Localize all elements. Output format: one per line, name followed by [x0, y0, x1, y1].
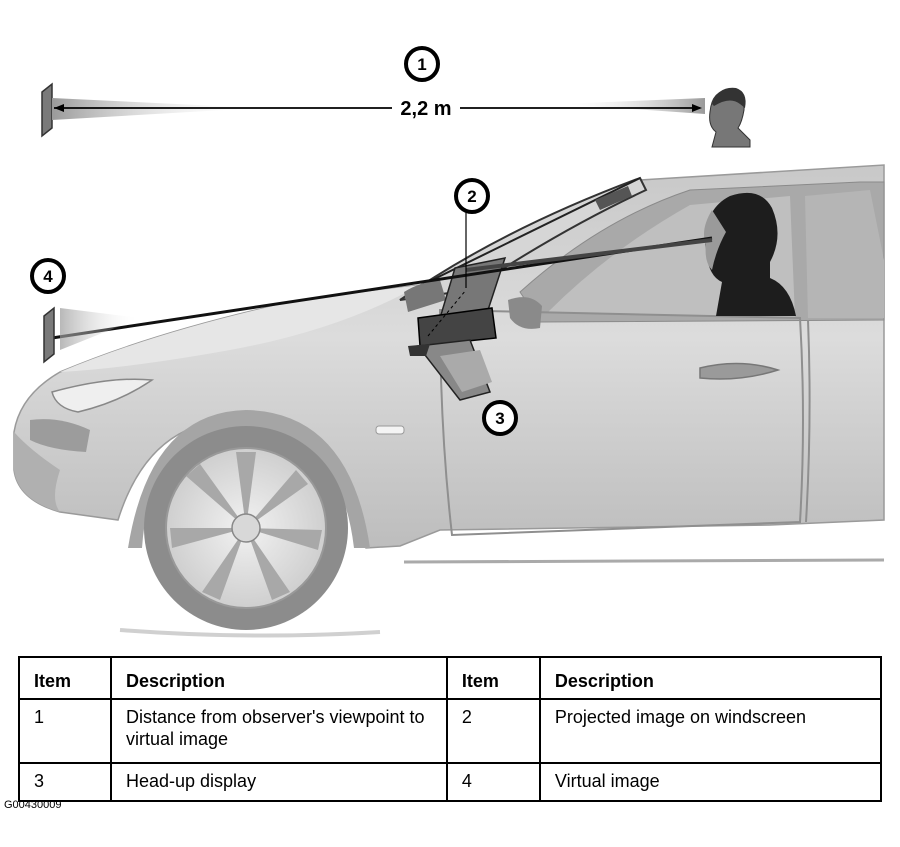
driver-figure	[704, 192, 796, 316]
item-description: Virtual image	[538, 762, 883, 802]
item-number: 2	[445, 698, 541, 764]
legend-row: 3 Head-up display 4 Virtual image	[18, 762, 883, 802]
legend-row: 1 Distance from observer's viewpoint to …	[18, 698, 883, 764]
legend-header-row: Item Description Item Description	[18, 656, 883, 700]
callout-2: 2	[454, 178, 490, 214]
front-wheel	[144, 426, 348, 630]
callout-3: 3	[482, 400, 518, 436]
svg-text:2: 2	[467, 187, 476, 206]
distance-graphic: 2,2 m	[41, 82, 751, 148]
header-description-2: Description	[538, 656, 883, 700]
observer-head-icon	[709, 87, 751, 148]
callout-1: 1	[404, 46, 440, 82]
header-item-1: Item	[18, 656, 112, 700]
item-number: 4	[445, 762, 541, 802]
callout-4: 4	[30, 258, 66, 294]
svg-text:1: 1	[417, 55, 426, 74]
figure-code: G00430009	[4, 799, 62, 811]
legend-table: Item Description Item Description 1 Dist…	[18, 656, 883, 802]
head-up-display-unit	[408, 307, 497, 401]
header-description-1: Description	[109, 656, 448, 700]
item-description: Distance from observer's viewpoint to vi…	[109, 698, 448, 764]
svg-text:3: 3	[495, 409, 504, 428]
virtual-image-plate	[43, 306, 55, 364]
header-item-2: Item	[445, 656, 541, 700]
virtual-image-plate-top	[41, 82, 53, 138]
windscreen-and-hud	[399, 176, 648, 401]
sight-lines	[43, 212, 713, 364]
svg-text:4: 4	[43, 267, 53, 286]
item-number: 1	[18, 698, 112, 764]
hud-diagram: 2,2 m	[13, 46, 885, 638]
distance-label: 2,2 m	[400, 98, 451, 120]
item-description: Head-up display	[109, 762, 448, 802]
item-description: Projected image on windscreen	[538, 698, 883, 764]
item-number: 3	[18, 762, 112, 802]
